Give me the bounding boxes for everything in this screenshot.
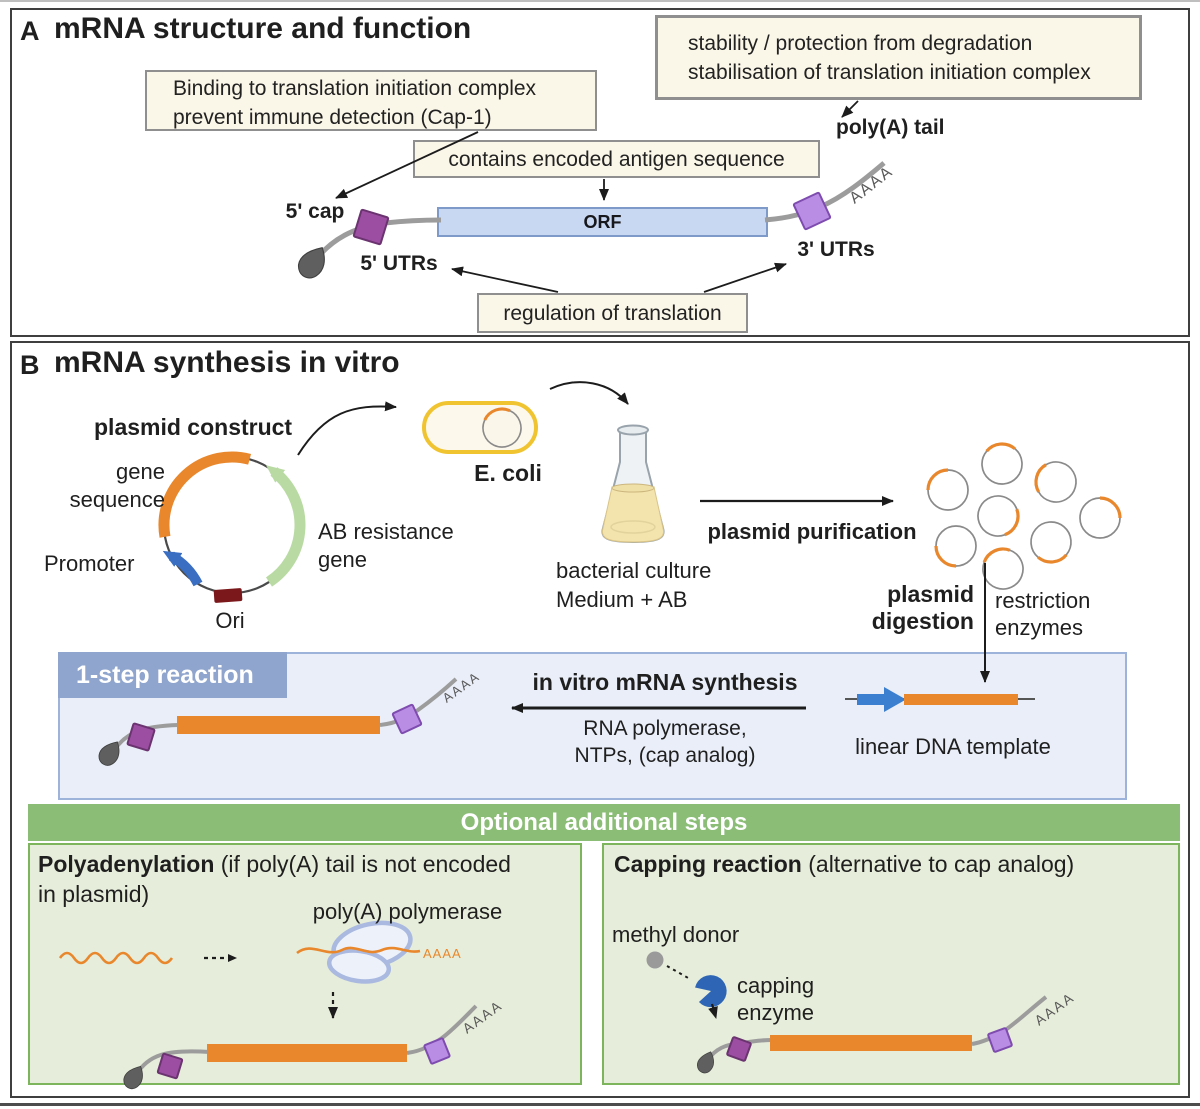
panel-a-title: mRNA structure and function — [54, 12, 472, 45]
callout-tail-function: stability / protection from degradation … — [655, 15, 1142, 100]
polyadenylation-title: Polyadenylation (if poly(A) tail is not … — [38, 849, 528, 909]
orf-box: ORF — [437, 207, 768, 237]
callout-cap-function: Binding to translation initiation comple… — [145, 70, 597, 131]
ivt-reagents-2: NTPs, (cap analog) — [574, 744, 756, 767]
bacterial-culture-line2: Medium + AB — [556, 587, 688, 612]
bacterial-culture-line1: bacterial culture — [556, 558, 712, 583]
ivt-title: in vitro mRNA synthesis — [532, 669, 798, 695]
restriction-enzymes-label: restriction enzymes — [995, 588, 1091, 640]
linear-template-label: linear DNA template — [855, 734, 1051, 759]
promoter-label: Promoter — [44, 551, 135, 576]
five-utr-label: 5' UTRs — [360, 252, 438, 275]
five-cap-label: 5' cap — [285, 200, 345, 223]
capping-title-bold: Capping reaction — [614, 851, 802, 877]
capping-title-rest: (alternative to cap analog) — [801, 851, 1075, 877]
panel-b-label: B — [20, 350, 40, 380]
polya-polymerase-label: poly(A) polymerase — [312, 899, 503, 924]
callout-utr-function: regulation of translation — [477, 293, 748, 333]
panel-b-title: mRNA synthesis in vitro — [54, 346, 400, 379]
bacterial-culture-label: bacterial culture Medium + AB — [556, 556, 711, 614]
top-hairline — [0, 0, 1200, 2]
callout-tail-line1: stability / protection from degradation — [688, 32, 1033, 55]
polya-tail-label: poly(A) tail — [836, 116, 945, 139]
plasmid-digestion-label: plasmid digestion — [871, 581, 974, 634]
callout-orf-function: contains encoded antigen sequence — [413, 140, 820, 178]
ecoli-label: E. coli — [474, 460, 542, 486]
capping-title: Capping reaction (alternative to cap ana… — [614, 849, 1174, 879]
polya-seq-orange: AAAA — [423, 946, 462, 961]
plasmid-construct-label: plasmid construct — [94, 414, 293, 440]
gene-sequence-label: gene sequence — [69, 459, 165, 512]
one-step-reaction-tab: 1-step reaction — [58, 652, 287, 698]
callout-tail-line2: stabilisation of translation initiation … — [688, 61, 1091, 84]
polyadenylation-title-bold: Polyadenylation — [38, 851, 215, 877]
optional-steps-header: Optional additional steps — [28, 804, 1180, 841]
plasmid-purification-label: plasmid purification — [707, 519, 917, 544]
methyl-donor-label: methyl donor — [612, 922, 740, 947]
capping-enzyme-label: capping enzyme — [737, 973, 815, 1025]
ab-resistance-label: AB resistance gene — [318, 519, 454, 572]
callout-cap-line1: Binding to translation initiation comple… — [173, 77, 537, 100]
three-utr-label: 3' UTRs — [797, 238, 875, 261]
panel-a-label: A — [20, 16, 40, 46]
capping-box — [602, 843, 1180, 1085]
polyadenylation-title-rest: (if poly(A) tail is not encoded in plasm… — [38, 851, 511, 907]
ori-label: Ori — [215, 608, 245, 633]
ivt-reagents-1: RNA polymerase, — [583, 717, 747, 740]
bottom-hairline — [0, 1103, 1200, 1106]
callout-cap-line2: prevent immune detection (Cap-1) — [173, 106, 492, 129]
